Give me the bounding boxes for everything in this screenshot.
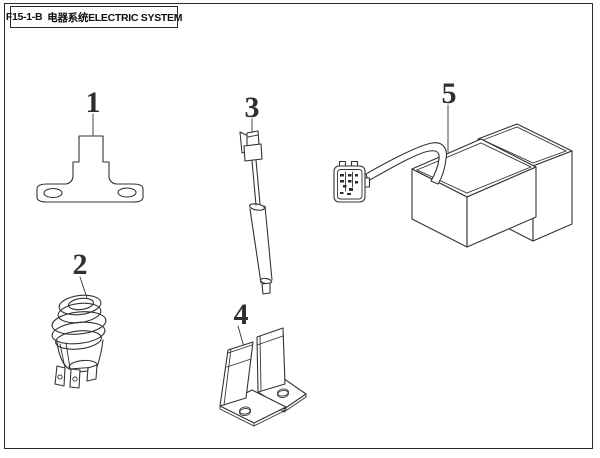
- leader-line-2: [79, 276, 88, 299]
- switch-cap-top: [58, 294, 102, 316]
- title-box: F15-1-B 电器系统ELECTRIC SYSTEM: [6, 6, 182, 28]
- coil-cap-lower-block: [243, 143, 263, 162]
- connector-housing-inner: [337, 169, 363, 200]
- right-bracket-hole-rim: [277, 388, 289, 397]
- left-bracket-hole-rim: [239, 406, 251, 415]
- part-1-t-bracket-drawing: [36, 135, 144, 203]
- switch-flange-top: [51, 311, 107, 335]
- left-bracket-plate: [219, 341, 254, 407]
- coil-cap-clip: [239, 131, 247, 154]
- page-border: [4, 3, 593, 449]
- leader-lines: [79, 104, 449, 348]
- back-box-top-rim: [481, 126, 568, 164]
- part-number-labels: 1 2 3 4 5: [73, 77, 457, 331]
- connector-pins: [340, 171, 358, 195]
- left-bracket-plate-edge: [223, 348, 232, 406]
- part-1-label: 1: [86, 86, 101, 119]
- front-box-top-rim: [415, 142, 533, 194]
- part-5-label: 5: [442, 77, 457, 110]
- switch-body-rib-1: [59, 343, 66, 369]
- switch-terminal-right: [86, 364, 98, 382]
- right-bracket-plate-edge: [259, 335, 262, 392]
- switch-flange-bottom: [51, 321, 106, 345]
- part-4-label: 4: [234, 298, 249, 331]
- switch-body-rib-2: [65, 342, 71, 369]
- bracket-slot-right: [117, 187, 137, 198]
- leader-line-4: [237, 325, 245, 348]
- connector-cable: [365, 142, 447, 185]
- front-box-front-right-face: [466, 166, 537, 248]
- part-3-label: 3: [245, 91, 260, 124]
- part-4-l-bracket-drawing: [219, 327, 307, 427]
- left-bracket-fold-line: [226, 358, 252, 368]
- switch-terminal-middle-hole: [72, 376, 78, 382]
- wire-connector: [333, 160, 371, 203]
- coil-cylinder-top: [249, 203, 265, 211]
- part-2-push-button-switch-drawing: [51, 294, 107, 389]
- switch-terminal-left: [54, 365, 66, 387]
- coil-cap-top-line: [247, 134, 259, 138]
- part-5-control-unit-drawing: [333, 123, 573, 248]
- bracket-slot-left: [43, 187, 63, 199]
- coil-cylinder-right: [264, 205, 273, 281]
- part-2-label: 2: [73, 248, 88, 281]
- left-bracket-fold-line-top: [227, 344, 253, 354]
- coil-bottom-nub: [261, 282, 271, 295]
- diagram-title: 电器系统ELECTRIC SYSTEM: [47, 11, 183, 24]
- switch-terminal-middle: [69, 368, 81, 389]
- left-bracket-base-thickness: [219, 405, 287, 427]
- diagram-code: F15-1-B: [5, 11, 43, 23]
- switch-terminal-left-hole: [57, 374, 63, 380]
- coil-cylinder-left: [249, 208, 262, 284]
- coil-shaft-left: [251, 160, 257, 206]
- coil-shaft-right: [255, 159, 261, 205]
- bracket-outline: [36, 135, 144, 203]
- right-bracket-fold-line: [256, 335, 284, 346]
- part-3-ignition-coil-drawing: [239, 130, 273, 295]
- right-bracket-plate: [256, 327, 286, 393]
- switch-collar: [55, 330, 102, 350]
- switch-body: [56, 339, 104, 370]
